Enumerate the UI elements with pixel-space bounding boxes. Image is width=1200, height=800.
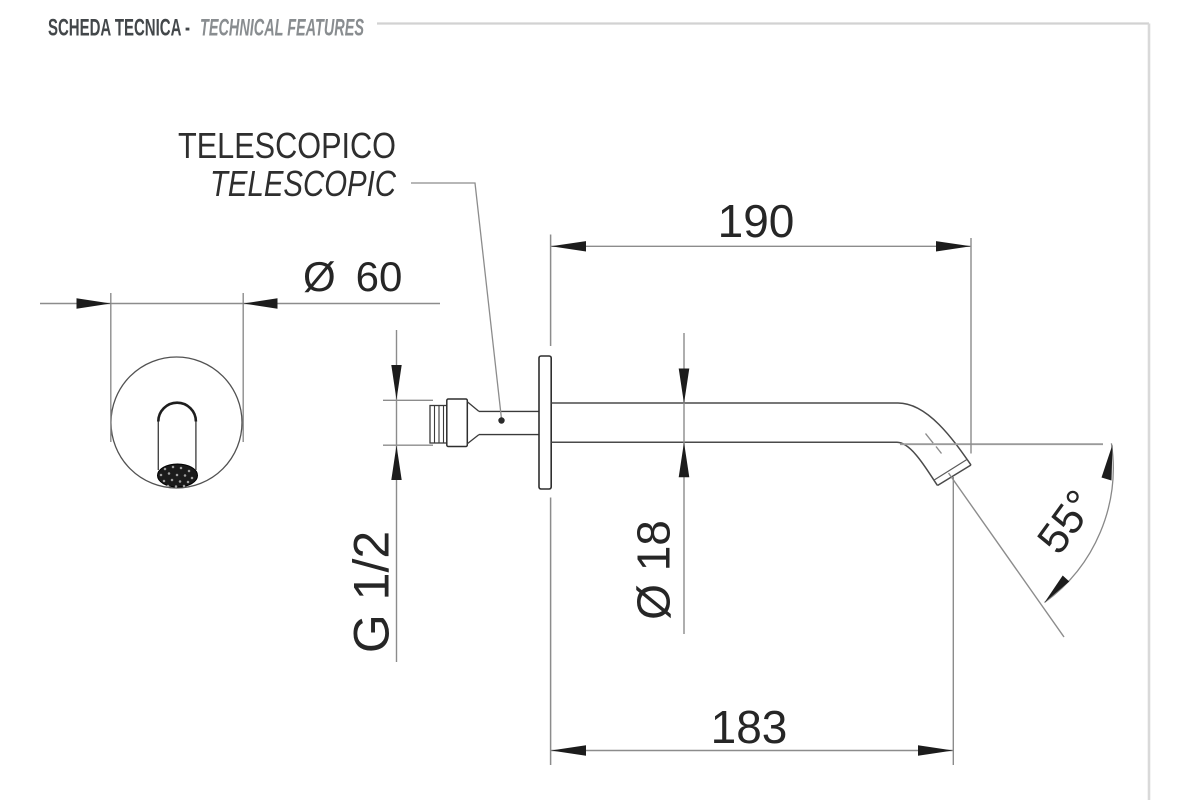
svg-text:Ø60: Ø60 [303, 253, 402, 300]
svg-text:TECHNICAL FEATURES: TECHNICAL FEATURES [200, 15, 364, 42]
svg-text:TELESCOPICO: TELESCOPICO [178, 125, 396, 166]
svg-text:190: 190 [718, 195, 795, 247]
svg-text:183: 183 [711, 701, 788, 753]
svg-text:G 1/2: G 1/2 [343, 531, 399, 653]
svg-text:SCHEDA TECNICA -: SCHEDA TECNICA - [48, 15, 190, 42]
svg-text:Ø 18: Ø 18 [628, 520, 680, 620]
svg-text:TELESCOPIC: TELESCOPIC [210, 163, 397, 204]
